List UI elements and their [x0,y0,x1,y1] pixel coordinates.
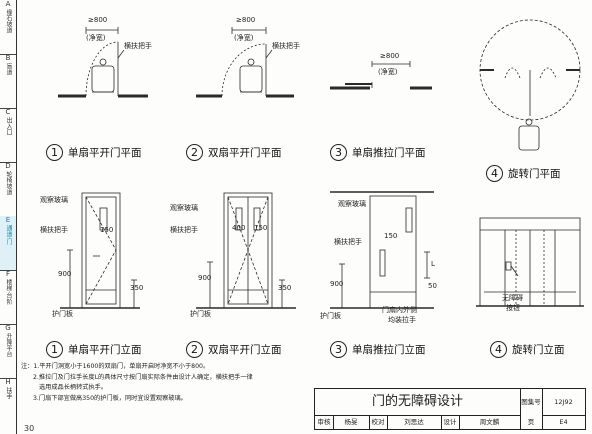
index-tab-f[interactable]: F 楼梯·台阶 [0,270,16,325]
glass-label: 观察玻璃 [40,196,68,204]
inner-outer-label: 门扇内外侧 [382,306,417,314]
chapter-index: A 缘石坡道 B 盲道 C 出入口 D 轮椅坡道 E 通道·门 F 楼梯·台阶 … [0,0,17,434]
note-line: 注：1.平开门洞宽小于1600的双扇门，单扇开启时净宽不小于800。 [21,363,210,370]
note-line: 3.门扇下部宜做高350的护门板，同时宜设置观察玻璃。 [33,394,187,402]
dim-900: 900 [330,280,344,288]
glass-label: 观察玻璃 [338,200,366,208]
atlas-label: 图集号 [520,389,543,415]
note-line: 选用成品长柄转式执手。 [39,384,108,391]
reviewer-name: 杨旻 [333,416,370,429]
clear-width-label: (净宽) [86,34,106,42]
index-tab-g[interactable]: G 升降平台 [0,324,16,379]
index-tab-h[interactable]: H 扶手 [5,378,12,399]
double-swing-plan [196,27,294,98]
width-min-label: ≥800 [88,16,108,24]
clear-width-label: (净宽) [234,34,254,42]
proofreader-name: 刘思达 [387,416,442,429]
kickplate-label: 护门板 [320,312,341,320]
dim-150: 150 [100,226,114,234]
width-min-label: ≥800 [380,52,400,60]
dim-900: 900 [58,270,72,278]
handle-label: 横扶把手 [272,42,300,50]
index-tab-e[interactable]: E 通道·门 [0,216,16,271]
revolving-plan [479,19,581,151]
wheelchair-icon [91,58,115,93]
review-label: 审核 [315,416,334,429]
index-tab-c[interactable]: C 出入口 [0,108,16,163]
button-label: 按钮 [506,304,520,312]
design-label: 设计 [441,416,460,429]
both-handle-label: 均装拉手 [388,316,416,324]
notes: 注：1.平开门洞宽小于1600的双扇门，单扇开启时净宽不小于800。 2.推拉门… [21,362,321,404]
note-line: 2.推拉门及门拉手长度L的具体尺寸按门扇实际条件由设计人确定，横扶把手一律 [33,373,253,381]
sliding-elevation [330,191,434,309]
double-swing-elevation [196,192,296,309]
page-label: 页 [520,416,543,429]
index-tab-b[interactable]: B 盲道 [0,54,16,109]
dim-350: 350 [278,284,292,292]
glass-label: 观察玻璃 [170,204,198,212]
index-tab-a[interactable]: A 缘石坡道 [0,0,16,55]
handle-label: 横扶把手 [124,42,152,50]
handle-label: 横扶把手 [170,226,198,234]
handle-label: 横扶把手 [40,226,68,234]
single-swing-elevation [60,192,140,309]
sliding-plan [330,61,432,90]
handle-label: 横扶把手 [334,238,362,246]
drawing-title: 门的无障碍设计 [315,389,521,416]
wheelchair-icon [518,118,540,151]
wheelchair-icon [239,58,263,93]
dim-400: 400 [232,224,246,232]
barrier-free-label: 无障碍 [502,294,523,302]
dim-900: 900 [198,274,212,282]
designer-name: 周文麟 [459,416,521,429]
revolving-elevation [476,217,584,307]
kickplate-label: 护门板 [52,310,73,318]
proofread-label: 校对 [369,416,388,429]
page-number: 30 [24,424,35,433]
width-min-label: ≥800 [236,16,256,24]
kickplate-label: 护门板 [190,310,211,318]
dim-350: 350 [130,284,144,292]
atlas-number: 12J92 [542,389,585,416]
dim-150: 150 [254,224,268,232]
dim-50: 50 [428,282,437,290]
dim-150: 150 [384,232,398,240]
sheet-number: E4 [559,418,568,426]
dim-l: L [431,260,435,268]
clear-width-label: (净宽) [378,68,398,76]
single-swing-plan [58,27,148,98]
title-block: 门的无障碍设计 图集号 12J92 审核 杨旻 校对 刘思达 设计 周文麟 页 … [314,388,586,430]
